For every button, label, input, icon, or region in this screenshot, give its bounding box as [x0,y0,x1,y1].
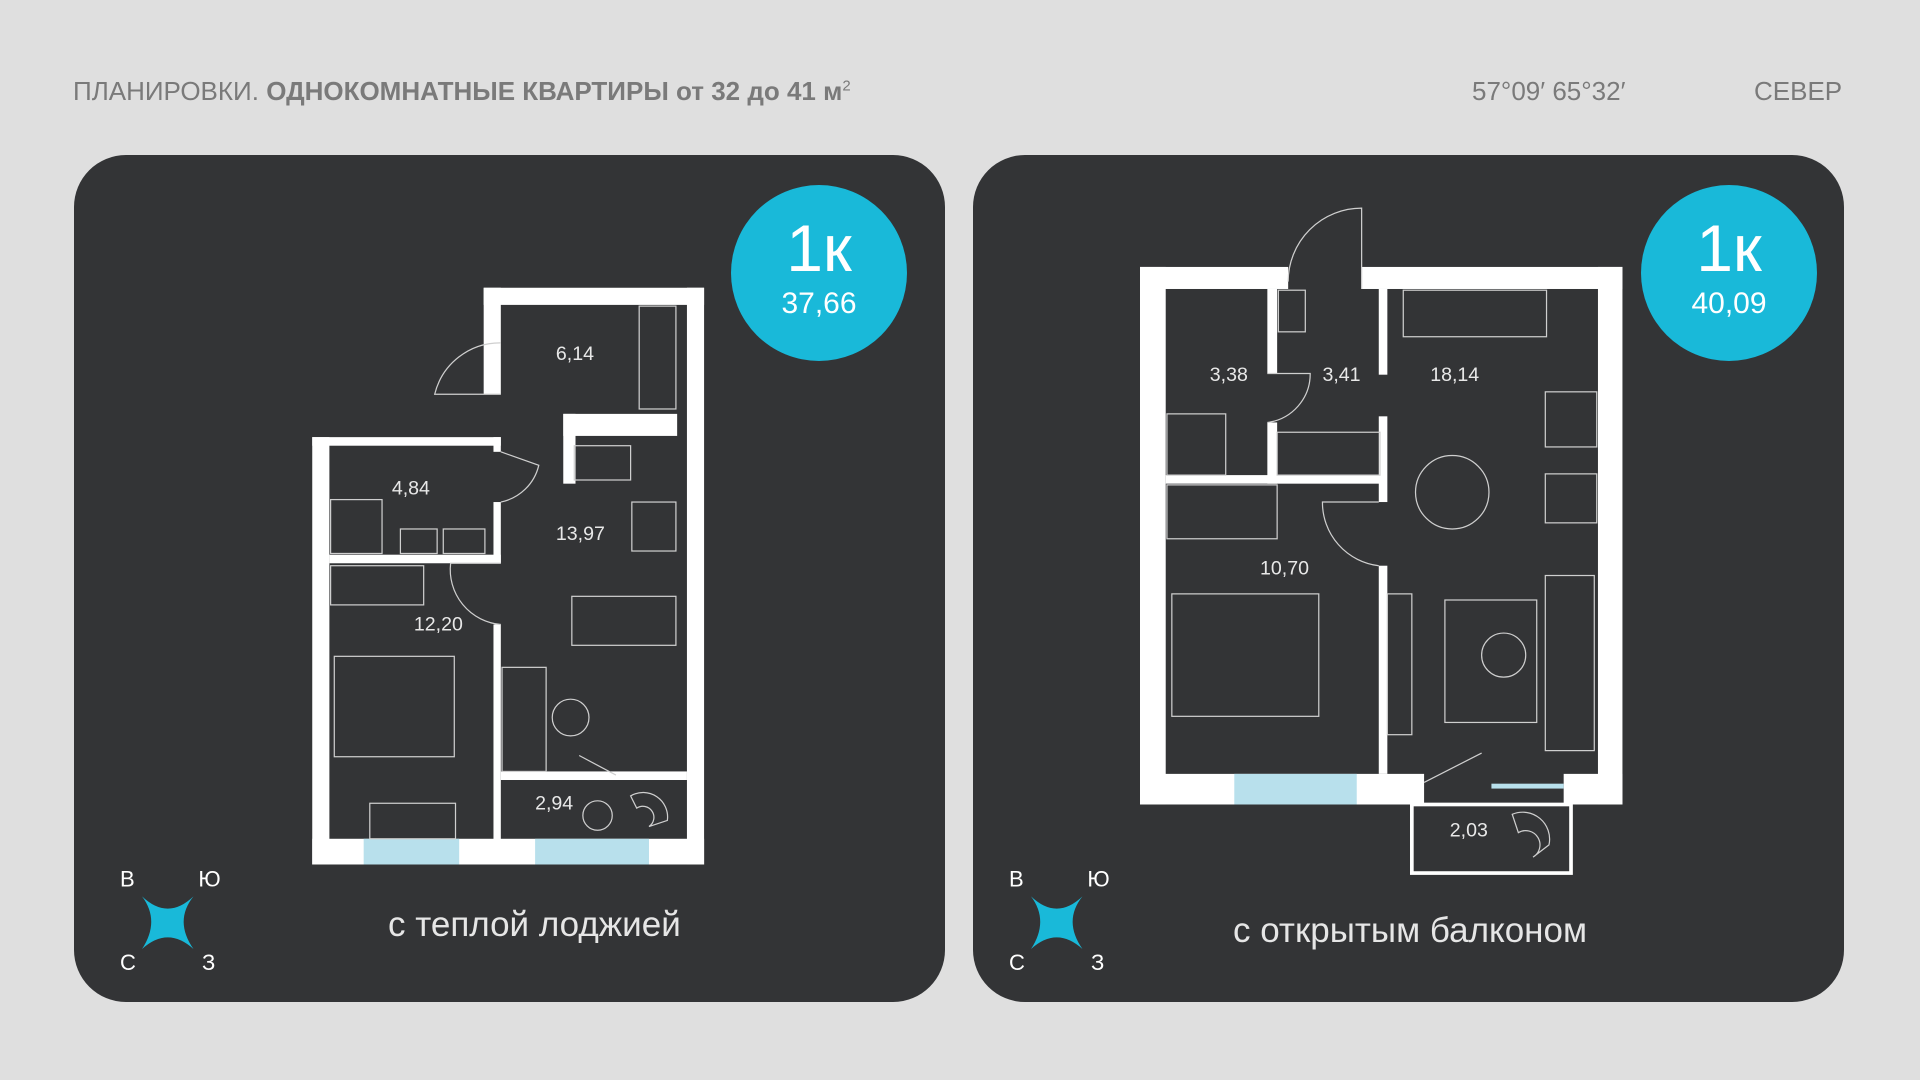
caption-1: с теплой лоджией [388,905,681,944]
total-area: 40,09 [1691,287,1767,320]
title-bold: ОДНОКОМНАТНЫЕ КВАРТИРЫ [266,76,669,106]
compass-south: Ю [1087,867,1109,892]
floor-plan-1: 6,14 4,84 13,97 12,20 2,94 [312,287,705,865]
apartment-badge-2: 1к 40,09 [1641,185,1817,361]
compass-north: С [120,950,136,975]
compass-south: Ю [198,867,220,892]
floor-plan-2: 3,38 3,41 18,14 10,70 2,03 [1140,207,1623,875]
compass-east: В [120,867,135,892]
room-area-label: 3,41 [1322,364,1360,386]
compass-west: З [202,950,215,975]
compass-icon [142,896,194,949]
room-count: 1к [786,211,852,285]
page-title: ПЛАНИРОВКИ. ОДНОКОМНАТНЫЕ КВАРТИРЫ от 32… [73,76,851,107]
compass-1: В Ю С З [120,867,221,975]
coordinates: 57°09′ 65°32′ [1472,76,1626,106]
compass-east: В [1009,867,1024,892]
compass-2: В Ю С З [1009,867,1110,975]
compass-icon [1031,896,1083,949]
room-area-label: 12,20 [414,614,463,636]
total-area: 37,66 [781,287,857,320]
room-area-label: 3,38 [1210,364,1248,386]
title-suffix: от 32 до 41 м [676,76,843,106]
apartment-badge-1: 1к 37,66 [731,185,907,361]
room-count: 1к [1696,211,1762,285]
compass-west: З [1091,950,1104,975]
room-area-label: 2,03 [1450,819,1488,841]
room-area-label: 10,70 [1260,557,1309,579]
room-area-label: 6,14 [556,343,594,365]
compass-north: С [1009,950,1025,975]
title-prefix: ПЛАНИРОВКИ. [73,76,259,106]
room-area-label: 13,97 [556,523,605,545]
title-sup: 2 [842,77,851,95]
caption-2: с открытым балконом [1233,911,1588,950]
city-label: СЕВЕР [1754,76,1843,106]
room-area-label: 4,84 [392,478,430,500]
room-area-label: 18,14 [1430,364,1479,386]
room-area-label: 2,94 [535,792,573,814]
